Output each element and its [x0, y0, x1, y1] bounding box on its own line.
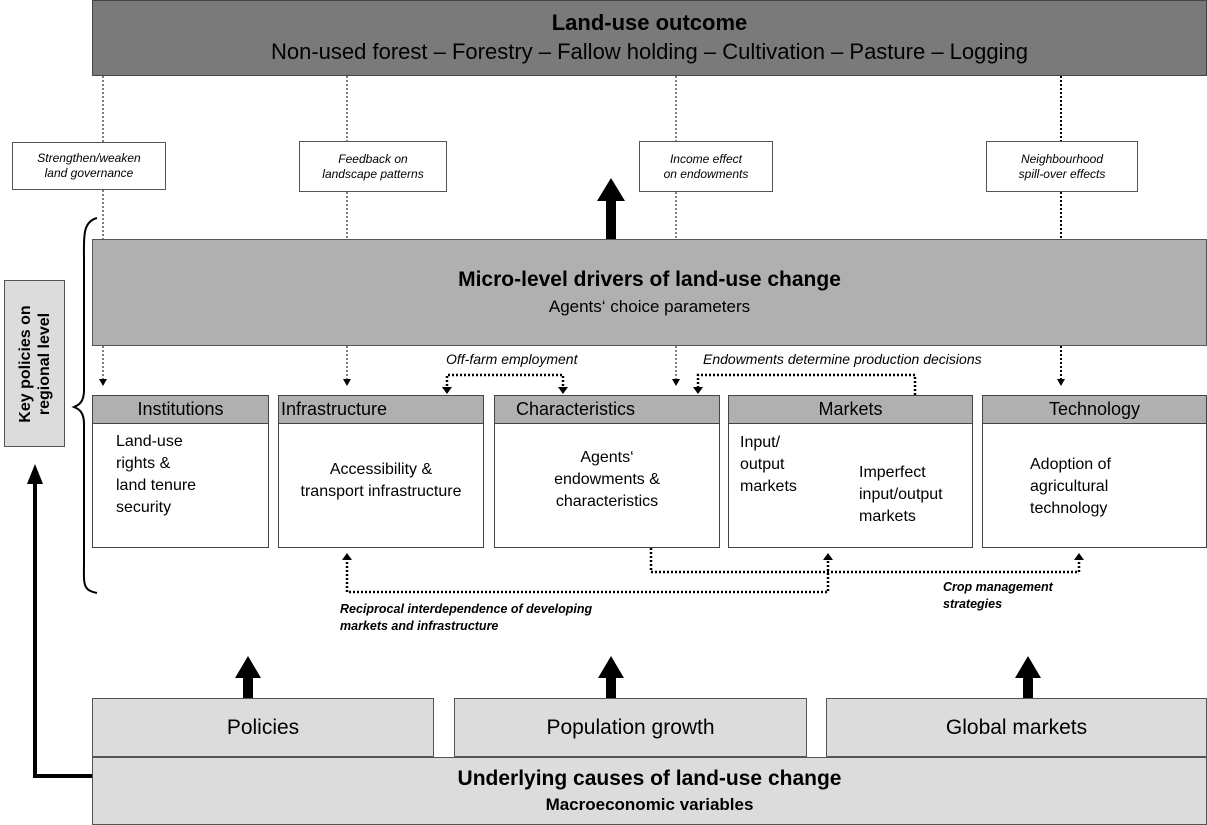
body-line: endowments &	[554, 471, 660, 488]
note-line: landscape patterns	[322, 166, 424, 181]
global-markets-box: Global markets	[826, 698, 1207, 757]
off-farm-connector	[445, 373, 565, 390]
underlying-causes-box: Underlying causes of land-use change Mac…	[92, 757, 1207, 825]
body-line: input/output	[859, 486, 943, 503]
arrow-up-to-outcome	[597, 178, 625, 239]
markets-right-body: Imperfect input/output markets	[859, 462, 943, 528]
micro-down-arrowheads	[99, 379, 1065, 386]
body-line: technology	[1030, 500, 1108, 517]
infrastructure-box: Infrastructure Accessibility & transport…	[278, 395, 484, 548]
body-line: Agents‘	[580, 449, 634, 466]
body-line: Land-use	[116, 433, 183, 450]
note-line: Neighbourhood	[1020, 151, 1104, 166]
body-line: markets	[859, 508, 916, 525]
off-farm-label: Off-farm employment	[446, 351, 578, 367]
body-line: Input/	[740, 434, 781, 451]
markets-box: Markets Input/ output markets Imperfect …	[728, 395, 973, 548]
note-line: Feedback on	[338, 151, 408, 166]
body-line: output	[740, 456, 785, 473]
body-line: Imperfect	[859, 464, 926, 481]
key-policies-arrow	[27, 464, 92, 778]
endowments-label: Endowments determine production decision…	[703, 351, 982, 367]
note-land-governance: Strengthen/weaken land governance	[12, 142, 166, 190]
technology-box: Technology Adoption of agricultural tech…	[982, 395, 1207, 548]
label-line: Reciprocal interdependence of developing	[340, 602, 593, 616]
cause-arrows	[235, 656, 1041, 698]
technology-body: Adoption of agricultural technology	[1030, 454, 1111, 520]
markets-header: Markets	[729, 396, 972, 424]
body-line: characteristics	[555, 493, 659, 510]
note-line: Strengthen/weaken	[37, 151, 141, 165]
body-line: transport infrastructure	[300, 483, 462, 500]
crop-connector	[649, 548, 1081, 574]
institutions-header: Institutions	[93, 396, 268, 424]
note-line: Income effect	[669, 151, 743, 166]
markets-left-body: Input/ output markets	[740, 432, 797, 498]
micro-subtitle: Agents‘ choice parameters	[548, 296, 751, 316]
institutions-box: Institutions Land-use rights & land tenu…	[92, 395, 269, 548]
label-line: strategies	[943, 597, 1003, 611]
technology-header: Technology	[983, 396, 1206, 424]
underlying-title: Underlying causes of land-use change	[457, 767, 842, 790]
body-line: rights &	[116, 455, 171, 472]
characteristics-body: Agents‘ endowments & characteristics	[495, 447, 719, 513]
crop-management-label: Crop management strategies	[943, 579, 1053, 613]
characteristics-box: Characteristics Agents‘ endowments & cha…	[494, 395, 720, 548]
body-line: agricultural	[1030, 478, 1109, 495]
body-line: land tenure	[116, 477, 197, 494]
characteristics-header: Characteristics	[495, 396, 719, 424]
note-landscape-patterns: Feedback on landscape patterns	[299, 141, 447, 192]
label-line: markets and infrastructure	[340, 619, 499, 633]
policies-box: Policies	[92, 698, 434, 757]
infrastructure-body: Accessibility & transport infrastructure	[279, 459, 483, 503]
body-line: Adoption of	[1030, 456, 1111, 473]
note-line: land governance	[44, 166, 134, 180]
key-policies-line: regional level	[35, 312, 53, 415]
land-use-outcome-box: Land-use outcome Non-used forest – Fores…	[92, 0, 1207, 76]
body-line: security	[116, 499, 172, 516]
key-policies-box: Key policies on regional level	[4, 280, 65, 447]
note-income-effect: Income effect on endowments	[639, 141, 773, 192]
note-line: spill-over effects	[1018, 166, 1106, 181]
outcome-title: Land-use outcome	[551, 10, 748, 35]
institutions-body: Land-use rights & land tenure security	[116, 431, 196, 519]
reciprocal-connector	[345, 558, 830, 594]
note-line: on endowments	[663, 166, 749, 181]
infrastructure-header: Infrastructure	[279, 396, 483, 424]
micro-down-arrows	[102, 346, 1062, 380]
body-line: markets	[740, 478, 797, 495]
underlying-subtitle: Macroeconomic variables	[545, 795, 754, 814]
label-line: Crop management	[943, 580, 1053, 594]
key-policies-line: Key policies on	[16, 304, 34, 423]
micro-drivers-box: Micro-level drivers of land-use change A…	[92, 239, 1207, 346]
body-line: Accessibility &	[329, 461, 433, 478]
reciprocal-label: Reciprocal interdependence of developing…	[340, 601, 592, 635]
population-growth-box: Population growth	[454, 698, 807, 757]
bracket	[71, 217, 98, 594]
note-neighbourhood: Neighbourhood spill-over effects	[986, 141, 1138, 192]
feedback-lines	[102, 76, 1062, 239]
micro-title: Micro-level drivers of land-use change	[458, 267, 841, 291]
outcome-subtitle: Non-used forest – Forestry – Fallow hold…	[271, 39, 1028, 64]
